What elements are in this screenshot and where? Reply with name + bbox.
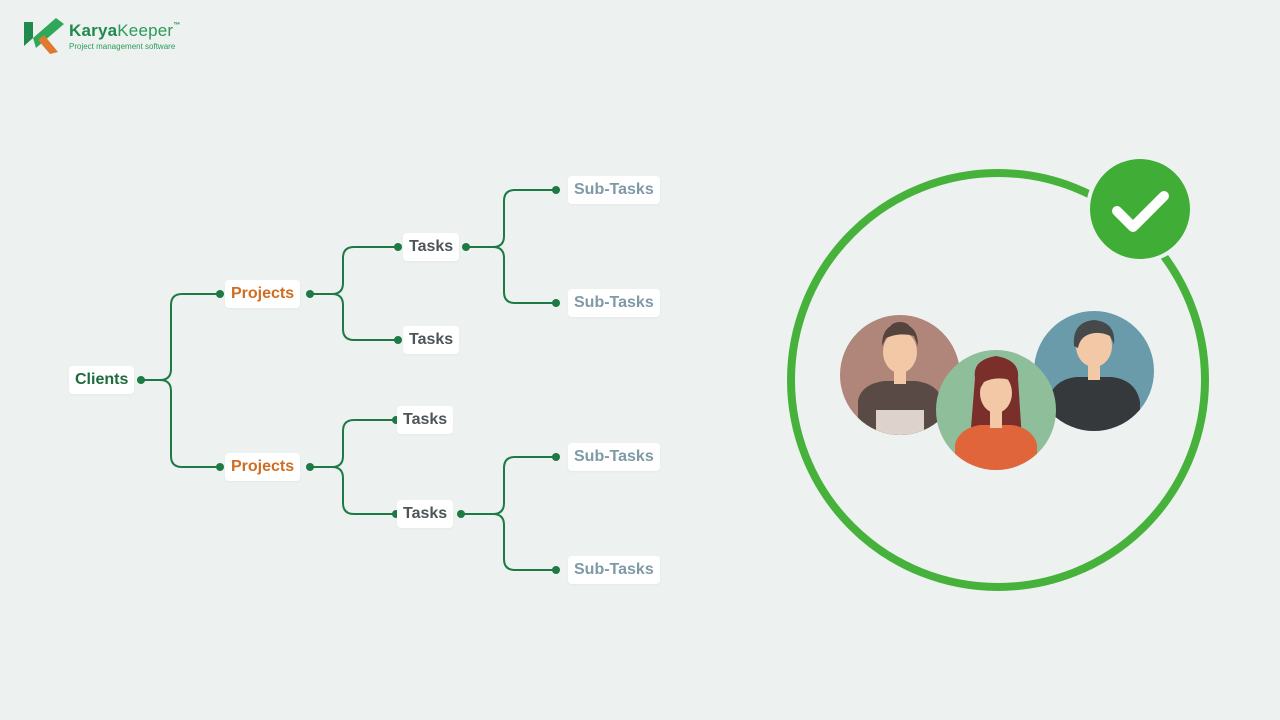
person-icon (1034, 311, 1154, 431)
node-task-1: Tasks (403, 233, 460, 261)
connector-project-2-tasks (310, 419, 396, 515)
connector-task-1-subtasks (466, 189, 556, 304)
connector-client-projects (141, 293, 220, 468)
node-task-4: Tasks (397, 500, 454, 528)
node-subtask-4: Sub-Tasks (568, 556, 660, 584)
node-subtask-3: Sub-Tasks (568, 443, 660, 471)
node-project-2: Projects (225, 453, 301, 481)
k-logo-icon (24, 18, 64, 54)
brand-name: KaryaKeeper™ (69, 21, 181, 40)
person-icon (936, 350, 1056, 470)
node-clients: Clients (69, 366, 135, 394)
checkmark-icon (1086, 155, 1194, 263)
node-task-3: Tasks (397, 406, 454, 434)
team-ring (787, 169, 1209, 591)
connector-task-4-subtasks (461, 456, 556, 571)
brand-tagline: Project management software (69, 42, 176, 51)
app-logo: KaryaKeeper™ Project management software (22, 14, 222, 58)
connector-project-1-tasks (310, 246, 398, 341)
node-subtask-1: Sub-Tasks (568, 176, 660, 204)
node-task-2: Tasks (403, 326, 460, 354)
node-project-1: Projects (225, 280, 301, 308)
person-icon (840, 315, 960, 435)
node-subtask-2: Sub-Tasks (568, 289, 660, 317)
